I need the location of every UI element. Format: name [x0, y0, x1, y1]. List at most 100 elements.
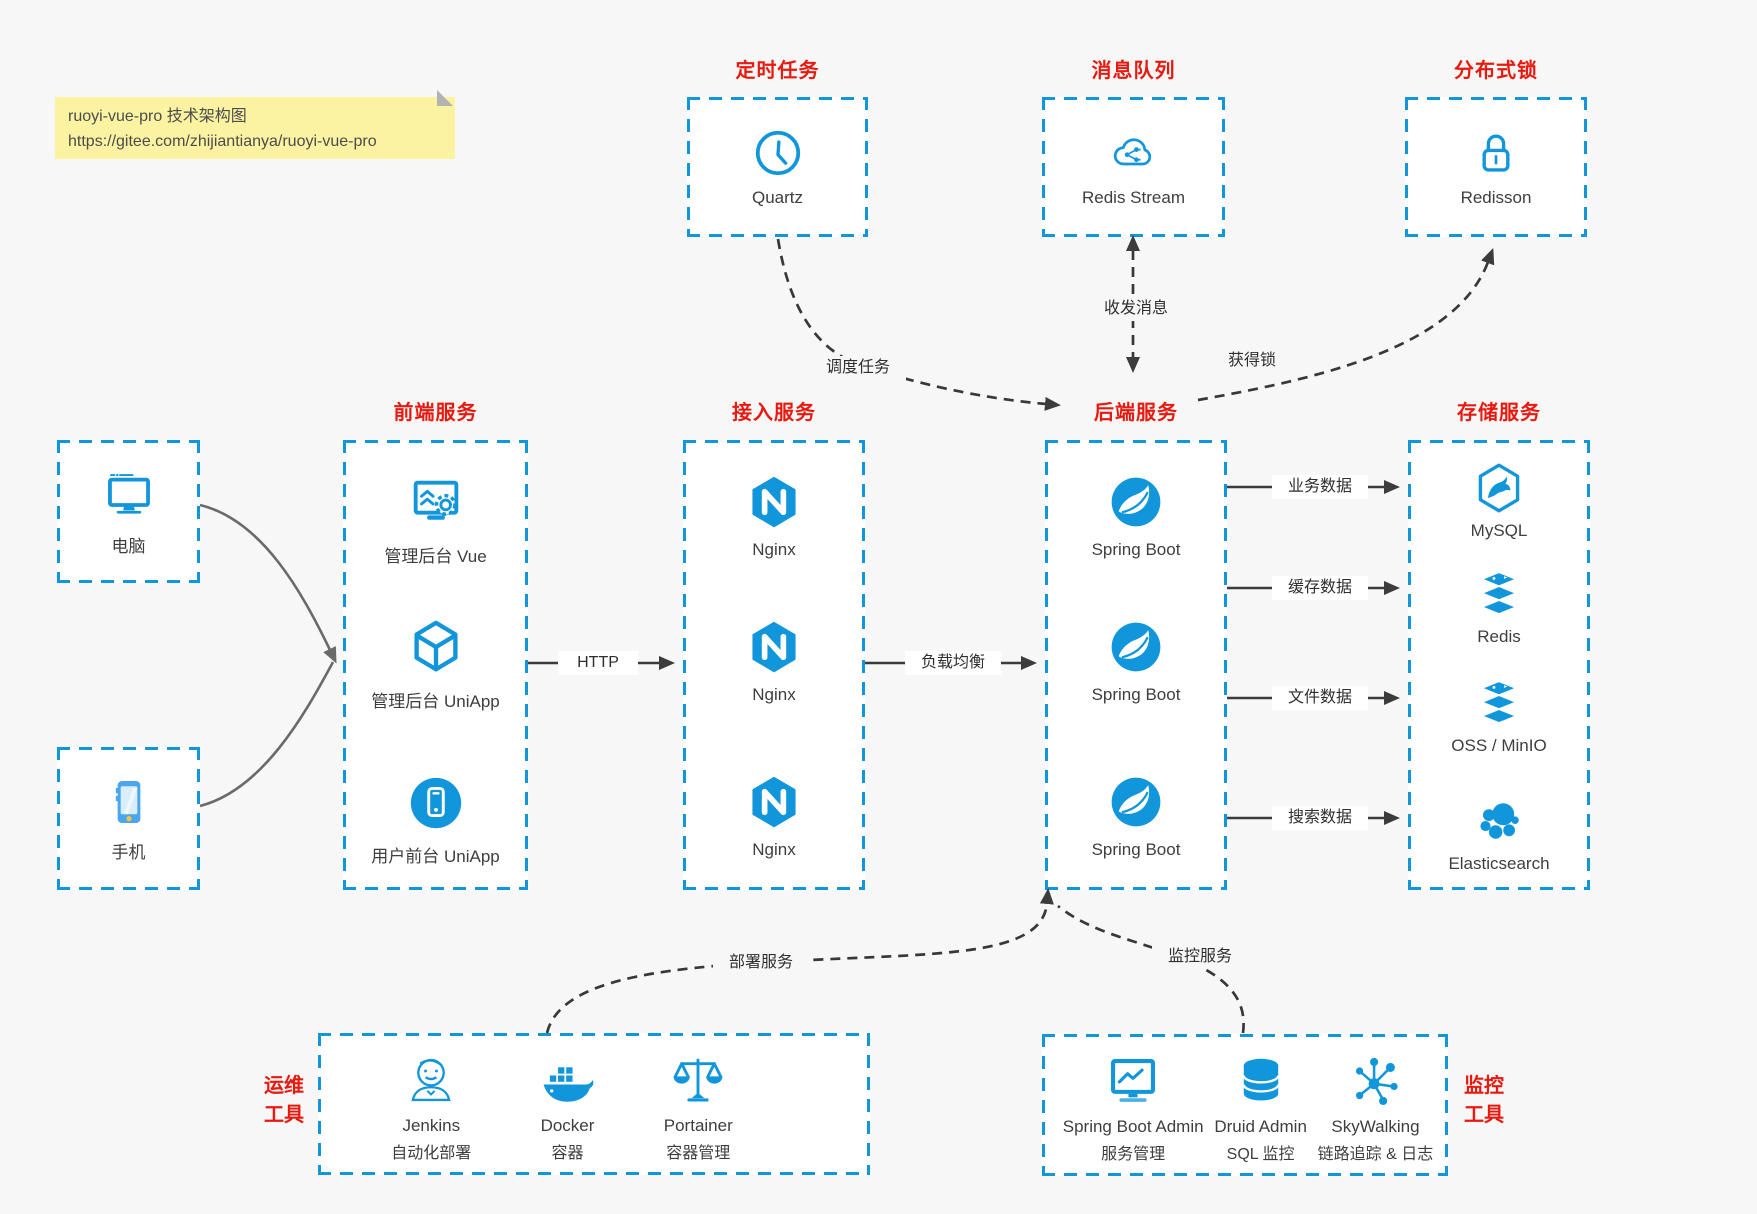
edge-phone-arrow	[199, 661, 335, 808]
clock-icon	[755, 130, 800, 176]
edge-computer-arrow	[199, 503, 337, 664]
ops-item-portainer: Portainer 容器管理	[664, 1051, 733, 1163]
edge-label-monitor-service: 监控服务	[1152, 945, 1248, 969]
monitor-item-desc: 链路追踪 & 日志	[1317, 1146, 1434, 1163]
monitor-item-druid: Druid Admin SQL 监控	[1214, 1052, 1307, 1164]
access-box: Nginx Nginx Nginx	[683, 440, 865, 890]
ops-item-docker: Docker 容器	[539, 1051, 597, 1163]
uniapp-cube-icon	[413, 620, 458, 672]
access-item-label: Nginx	[752, 685, 796, 704]
cloud-share-icon	[1114, 138, 1152, 166]
ops-tools-side-label: 运维 工具	[252, 1072, 316, 1130]
storage-item-label: Redis	[1477, 627, 1521, 646]
ops-item-desc: 容器	[551, 1145, 584, 1162]
column-title-access: 接入服务	[732, 402, 816, 424]
monitor-tools-box: Spring Boot Admin 服务管理 Druid Admin SQL 监…	[1042, 1034, 1448, 1176]
note-url: https://gitee.com/zhijiantianya/ruoyi-vu…	[68, 133, 377, 150]
redis-stream-box: Redis Stream	[1042, 97, 1225, 237]
monitor-item-spring-boot-admin: Spring Boot Admin 服务管理	[1063, 1052, 1204, 1164]
frontend-item-label: 用户前台 UniApp	[371, 847, 500, 866]
monitor-tools-label-line1: 监控	[1464, 1075, 1504, 1097]
backend-item-springboot-1: Spring Boot	[1045, 472, 1227, 560]
monitor-item-desc: SQL 监控	[1226, 1146, 1295, 1163]
monitor-item-name: Druid Admin	[1214, 1117, 1307, 1136]
druid-icon	[1242, 1058, 1280, 1101]
portainer-icon	[673, 1058, 723, 1102]
phone-item: 手机	[101, 774, 157, 863]
edge-monitor-service-arrow	[1057, 904, 1245, 1034]
ops-item-desc: 自动化部署	[391, 1145, 472, 1162]
note-title: ruoyi-vue-pro 技术架构图	[68, 108, 247, 125]
quartz-item: Quartz	[751, 126, 805, 208]
storage-item-mysql: MySQL	[1408, 461, 1590, 541]
redisson-box: Redisson	[1405, 97, 1587, 237]
access-item-label: Nginx	[752, 540, 796, 559]
edge-acquire-lock-arrow	[1197, 247, 1495, 402]
ops-item-jenkins: Jenkins 自动化部署	[391, 1051, 471, 1163]
ops-item-name: Portainer	[663, 1116, 733, 1135]
backend-item-label: Spring Boot	[1091, 840, 1181, 859]
phone-label: 手机	[111, 843, 146, 862]
column-title-backend: 后端服务	[1094, 402, 1178, 424]
backend-item-label: Spring Boot	[1091, 540, 1181, 559]
access-item-nginx-3: Nginx	[683, 772, 865, 860]
edge-label-message: 收发消息	[1088, 297, 1184, 321]
edge-label-cache-data: 缓存数据	[1272, 576, 1368, 600]
access-item-label: Nginx	[752, 840, 796, 859]
skywalking-icon	[1356, 1057, 1399, 1106]
nginx-icon	[752, 476, 796, 528]
ops-item-name: Docker	[540, 1116, 595, 1135]
column-title-storage: 存储服务	[1457, 402, 1541, 424]
edge-label-load-balance: 负载均衡	[905, 651, 1001, 675]
storage-item-elasticsearch: Elasticsearch	[1408, 794, 1590, 874]
oss-minio-icon	[1480, 680, 1518, 725]
edge-label-search-data: 搜索数据	[1272, 806, 1368, 830]
frontend-item-label: 管理后台 UniApp	[371, 692, 500, 711]
sticky-note: ruoyi-vue-pro 技术架构图 https://gitee.com/zh…	[55, 97, 455, 159]
storage-item-label: MySQL	[1470, 521, 1528, 540]
storage-item-redis: Redis	[1408, 567, 1590, 647]
monitor-item-name: Spring Boot Admin	[1062, 1117, 1204, 1136]
edge-label-http: HTTP	[558, 651, 638, 675]
group-title-distributed-lock: 分布式锁	[1454, 60, 1538, 82]
storage-item-oss-minio: OSS / MinIO	[1408, 676, 1590, 756]
computer-label: 电脑	[111, 537, 146, 556]
note-fold-corner	[437, 90, 453, 106]
quartz-label: Quartz	[751, 188, 804, 207]
edge-label-acquire-lock: 获得锁	[1214, 349, 1290, 373]
docker-icon	[543, 1067, 593, 1102]
edge-label-schedule-task: 调度任务	[810, 356, 906, 380]
group-title-message-queue: 消息队列	[1091, 60, 1176, 82]
nginx-icon	[752, 776, 796, 828]
ops-item-desc: 容器管理	[666, 1145, 731, 1162]
access-item-nginx-2: Nginx	[683, 617, 865, 705]
quartz-box: Quartz	[687, 97, 868, 237]
group-title-scheduled-task: 定时任务	[735, 60, 820, 82]
mysql-icon	[1478, 463, 1520, 513]
lock-icon	[1482, 134, 1510, 172]
monitor-tools-label-line2: 工具	[1464, 1104, 1504, 1126]
storage-box: MySQL Redis	[1408, 440, 1590, 890]
spring-boot-icon	[1111, 477, 1161, 527]
monitor-tools-side-label: 监控 工具	[1452, 1072, 1516, 1130]
storage-item-label: Elasticsearch	[1448, 854, 1550, 873]
phone-box: 手机	[57, 747, 200, 890]
spring-boot-icon	[1111, 622, 1161, 672]
backend-item-springboot-2: Spring Boot	[1045, 617, 1227, 705]
computer-item: 电脑	[100, 466, 158, 557]
frontend-item-label: 管理后台 Vue	[384, 547, 487, 566]
admin-vue-icon	[413, 480, 458, 520]
redisson-item: Redisson	[1460, 126, 1532, 208]
backend-box: Spring Boot Spring Boot Spring Boot	[1045, 440, 1227, 890]
monitor-item-desc: 服务管理	[1101, 1146, 1166, 1163]
frontend-item-admin-vue: 管理后台 Vue	[343, 472, 528, 567]
backend-item-springboot-3: Spring Boot	[1045, 772, 1227, 860]
ops-tools-box: Jenkins 自动化部署 Docker 容器	[318, 1033, 870, 1175]
ops-tools-label-line1: 运维	[264, 1075, 304, 1097]
redisson-label: Redisson	[1460, 188, 1532, 207]
spring-boot-icon	[1111, 777, 1161, 827]
frontend-box: 管理后台 Vue 管理后台 UniApp 用户前台 UniApp	[343, 440, 528, 890]
edge-label-deploy-service: 部署服务	[713, 951, 809, 975]
elasticsearch-icon	[1480, 803, 1519, 839]
